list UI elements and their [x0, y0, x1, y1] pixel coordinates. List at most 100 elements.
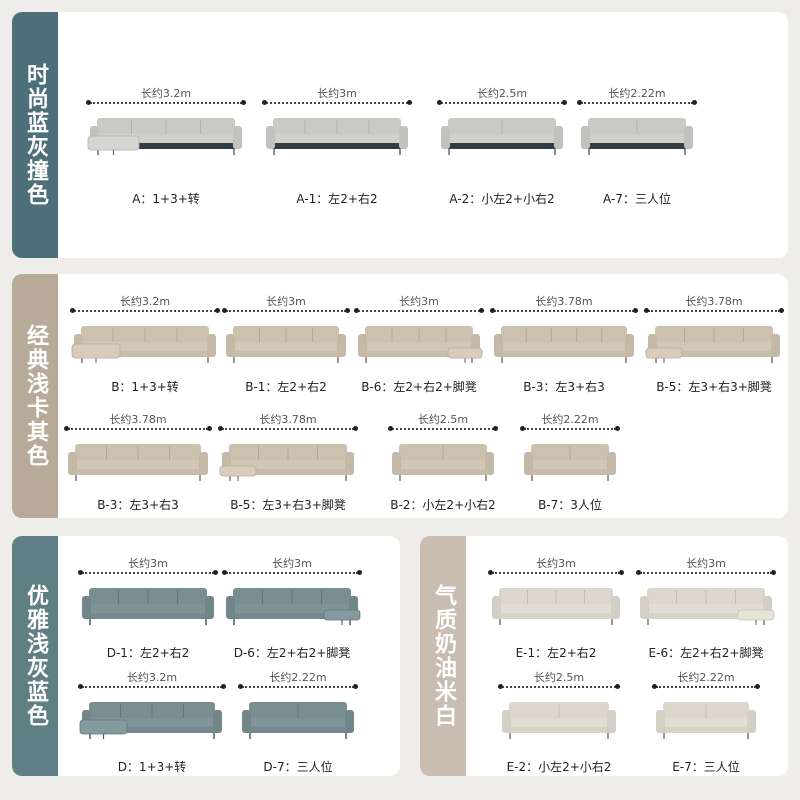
- product-caption: A-1：左2+右2: [296, 192, 378, 206]
- product-caption: B-5：左3+右3+脚凳: [656, 380, 772, 394]
- sofa-illustration: [219, 444, 354, 481]
- sofa-seat: [497, 604, 615, 613]
- length-dotted-line: [218, 426, 358, 431]
- sofa-arm-left: [266, 126, 275, 149]
- sofa-image: [78, 694, 226, 740]
- length-dotted-line: [64, 426, 212, 431]
- sofa-seat: [87, 604, 209, 613]
- sofa-arm-left: [226, 596, 235, 619]
- length-dotted-line: [652, 684, 760, 689]
- sofa-arm-right: [607, 452, 616, 475]
- sofa-illustration: [494, 326, 634, 363]
- product-caption: E-7：三人位: [672, 760, 740, 774]
- length-dotted-line: [78, 570, 218, 575]
- product-caption: D：1+3+转: [117, 760, 187, 774]
- sofa-seat: [231, 342, 341, 351]
- sofa-image: [498, 694, 620, 740]
- length-label: 长约3m: [128, 557, 168, 570]
- length-label: 长约3m: [266, 295, 306, 308]
- sofa-arm-right: [607, 710, 616, 733]
- length-dotted-line: [488, 570, 624, 575]
- sofa-seat: [397, 460, 489, 469]
- sofa-image: [437, 110, 567, 156]
- sofa-base: [394, 469, 492, 475]
- sofa-arm-left: [640, 596, 649, 619]
- sofa-arm-left: [358, 334, 367, 357]
- sofa-base: [228, 351, 344, 357]
- sofa-arm-right: [771, 334, 780, 357]
- sofa-arm-left: [492, 596, 501, 619]
- length-dimension: 长约3m: [636, 558, 776, 578]
- sofa-arm-right: [233, 126, 242, 149]
- sofa-ottoman: [645, 347, 683, 359]
- length-dimension: 长约2.5m: [388, 414, 498, 434]
- length-label: 长约3m: [686, 557, 726, 570]
- length-dotted-line: [644, 308, 784, 313]
- sofa-image: [490, 318, 638, 364]
- product-caption: A-2：小左2+小右2: [449, 192, 555, 206]
- length-dotted-line: [520, 426, 620, 431]
- length-dimension: 长约3.78m: [644, 296, 784, 316]
- length-label: 长约3.2m: [140, 87, 192, 100]
- length-dimension: 长约3.78m: [490, 296, 638, 316]
- sofa-seat: [73, 460, 203, 469]
- sofa-illustration: [441, 118, 563, 155]
- length-dimension: 长约3m: [262, 88, 412, 108]
- sofa-base: [526, 469, 614, 475]
- sofa-image: [520, 436, 620, 482]
- product-caption: D-1：左2+右2: [106, 646, 190, 660]
- sofa-illustration: [79, 702, 222, 739]
- sofa-base: [443, 143, 561, 149]
- sofa-seat: [529, 460, 611, 469]
- sofa-arm-right: [625, 334, 634, 357]
- sofa-seat: [271, 134, 403, 143]
- sofa-illustration: [392, 444, 494, 481]
- sofa-image: [222, 318, 350, 364]
- length-label: 长约2.22m: [608, 87, 666, 100]
- length-dimension: 长约2.22m: [238, 672, 358, 692]
- sofa-seat: [645, 604, 767, 613]
- sofa-illustration: [502, 702, 616, 739]
- sofa-chaise: [87, 135, 140, 151]
- sofa-seat: [586, 134, 688, 143]
- sofa-illustration: [640, 588, 775, 625]
- length-dotted-line: [70, 308, 220, 313]
- length-dotted-line: [238, 684, 358, 689]
- sofa-ottoman: [447, 347, 483, 359]
- length-dotted-line: [86, 100, 246, 105]
- length-dimension: 长约3.2m: [86, 88, 246, 108]
- length-label: 长约2.22m: [269, 671, 327, 684]
- sofa-base: [583, 143, 691, 149]
- sofa-image: [652, 694, 760, 740]
- sofa-base: [494, 613, 618, 619]
- length-dimension: 长约3m: [222, 296, 350, 316]
- sofa-image: [262, 110, 412, 156]
- sofa-arm-right: [205, 596, 214, 619]
- section-d-title: 优雅浅灰蓝色: [23, 584, 48, 728]
- sofa-arm-left: [226, 334, 235, 357]
- sofa-seat: [363, 342, 475, 351]
- sofa-illustration: [68, 444, 208, 481]
